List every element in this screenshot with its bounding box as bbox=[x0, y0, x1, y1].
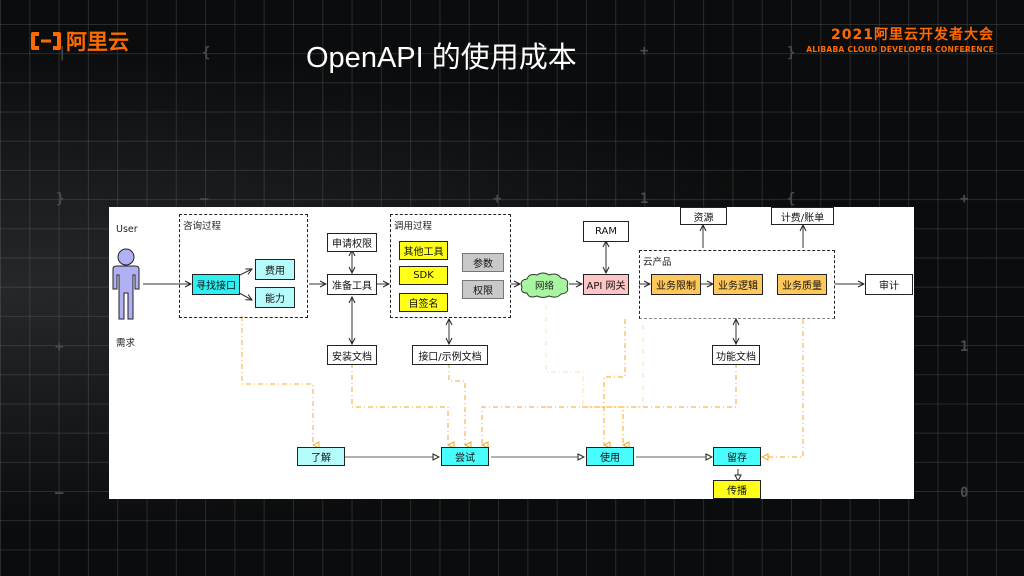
group-invoke: 调用过程 bbox=[390, 214, 511, 318]
flow-diagram: User 需求 咨询过程 寻找接口 费用 能力 申请权限 准备工具 安装文档 调… bbox=[109, 207, 914, 499]
node-api-gateway[interactable]: API 网关 bbox=[583, 274, 629, 295]
node-biz-quality[interactable]: 业务质量 bbox=[777, 274, 827, 295]
group-cloud-product-label: 云产品 bbox=[643, 257, 672, 268]
node-network: 网络 bbox=[535, 281, 555, 292]
node-apply-permission[interactable]: 申请权限 bbox=[327, 233, 377, 252]
node-biz-limit[interactable]: 业务限制 bbox=[651, 274, 701, 295]
node-install-docs[interactable]: 安装文档 bbox=[327, 345, 377, 365]
bg-mark: + bbox=[55, 339, 64, 355]
bg-mark: – bbox=[55, 485, 64, 501]
bg-mark: + bbox=[640, 43, 649, 59]
node-retain[interactable]: 留存 bbox=[713, 447, 761, 466]
node-audit[interactable]: 审计 bbox=[865, 274, 913, 295]
actor-user-label: User bbox=[116, 224, 138, 235]
group-consult: 咨询过程 bbox=[179, 214, 308, 318]
conference-badge: 2021阿里云开发者大会 ALIBABA CLOUD DEVELOPER CON… bbox=[806, 24, 994, 54]
bg-mark: 1 bbox=[960, 339, 969, 355]
bg-mark: + bbox=[493, 191, 502, 207]
bg-mark: { bbox=[202, 45, 211, 61]
node-sdk[interactable]: SDK bbox=[399, 266, 448, 285]
node-params[interactable]: 参数 bbox=[462, 253, 504, 272]
node-ram[interactable]: RAM bbox=[583, 221, 629, 242]
bg-mark: | bbox=[58, 45, 67, 61]
user-actor-icon bbox=[112, 248, 140, 320]
node-self-sign[interactable]: 自签名 bbox=[399, 293, 448, 312]
bg-mark: – bbox=[200, 191, 209, 207]
group-cloud-product: 云产品 bbox=[639, 250, 835, 319]
bg-mark: 1 bbox=[640, 191, 649, 207]
node-resources[interactable]: 资源 bbox=[680, 207, 727, 225]
conference-title-en: ALIBABA CLOUD DEVELOPER CONFERENCE bbox=[806, 45, 994, 54]
node-spread[interactable]: 传播 bbox=[713, 480, 761, 499]
bg-mark: 0 bbox=[960, 485, 969, 501]
bg-mark: + bbox=[960, 191, 969, 207]
bg-mark: – bbox=[960, 43, 969, 59]
group-consult-label: 咨询过程 bbox=[183, 221, 222, 232]
alibaba-cloud-logo: 阿里云 bbox=[30, 26, 129, 56]
group-invoke-label: 调用过程 bbox=[394, 221, 433, 232]
node-api-docs[interactable]: 接口/示例文档 bbox=[412, 345, 488, 365]
node-biz-logic[interactable]: 业务逻辑 bbox=[713, 274, 763, 295]
node-billing[interactable]: 计费/账单 bbox=[771, 207, 834, 225]
node-other-tools[interactable]: 其他工具 bbox=[399, 241, 448, 260]
conference-title-cn: 2021阿里云开发者大会 bbox=[831, 27, 994, 43]
bg-mark: } bbox=[787, 45, 796, 61]
node-find-api[interactable]: 寻找接口 bbox=[192, 274, 240, 295]
alibaba-cloud-logo-icon bbox=[31, 32, 61, 50]
node-understand[interactable]: 了解 bbox=[297, 447, 345, 466]
node-permission[interactable]: 权限 bbox=[462, 280, 504, 299]
network-cloud-icon bbox=[520, 272, 569, 298]
node-use[interactable]: 使用 bbox=[586, 447, 634, 466]
node-capability[interactable]: 能力 bbox=[255, 287, 295, 308]
page-title: OpenAPI 的使用成本 bbox=[306, 42, 577, 74]
logo-text: 阿里云 bbox=[66, 30, 129, 54]
node-func-docs[interactable]: 功能文档 bbox=[712, 345, 760, 365]
bg-mark: { bbox=[787, 191, 796, 207]
actor-need-label: 需求 bbox=[116, 338, 136, 349]
diagram-connectors bbox=[143, 207, 914, 499]
bg-mark: } bbox=[56, 191, 65, 207]
node-cost[interactable]: 费用 bbox=[255, 259, 295, 280]
node-try[interactable]: 尝试 bbox=[441, 447, 489, 466]
node-prepare-tools[interactable]: 准备工具 bbox=[327, 274, 377, 295]
